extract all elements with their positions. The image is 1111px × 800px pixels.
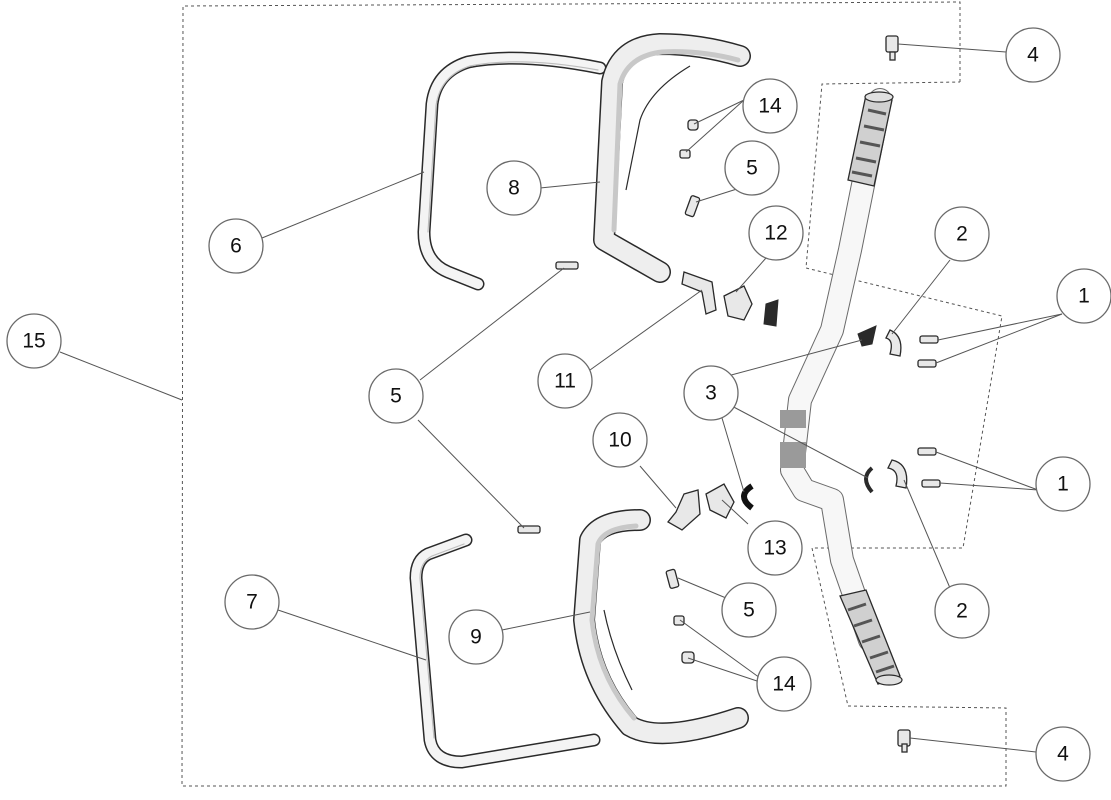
part-1-bolt-c [917,447,937,456]
callout-1a: 1 [1056,268,1111,324]
svg-text:1: 1 [1057,473,1069,496]
callout-2a: 2 [934,206,990,262]
svg-text:5: 5 [746,157,758,180]
svg-text:4: 4 [1027,44,1039,67]
svg-text:6: 6 [230,235,242,258]
svg-text:11: 11 [554,370,576,393]
svg-text:5: 5 [743,599,755,622]
callout-4a: 4 [1005,27,1061,83]
callout-8: 8 [486,160,542,216]
svg-text:14: 14 [758,95,782,118]
handlebar-grip-upper [847,91,894,187]
callout-2b: 2 [934,583,990,639]
grip-stripe-lower [780,442,806,468]
callout-11: 11 [537,353,593,409]
callout-6: 6 [208,218,264,274]
callout-14a: 14 [742,78,798,134]
handlebar-grip-lower [839,589,903,686]
svg-text:12: 12 [764,222,787,245]
part-4-end-bolt-lower [897,729,911,753]
part-6-upper-hoop [417,51,607,291]
svg-text:2: 2 [956,223,968,246]
callout-5a: 5 [724,140,780,196]
callout-14b: 14 [756,656,812,712]
part-14-screw-c [673,615,685,626]
callout-5b: 5 [368,368,424,424]
part-5-screw-lower [517,525,541,534]
part-3-insert-c [864,466,874,494]
part-4-end-bolt-upper [885,35,899,61]
part-10-lower-bracket [667,489,701,531]
part-13-lower-clamp [705,483,735,519]
part-9-lower-guard [573,509,749,745]
svg-text:3: 3 [705,382,717,405]
leader-lines [59,43,1063,753]
part-2-clamp-upper [885,329,902,357]
callout-9: 9 [448,609,504,665]
part-5-screw-upper-right [684,195,701,218]
callout-5c: 5 [721,582,777,638]
part-5-screw-middle [555,261,579,270]
part-1-bolt-a [919,335,939,344]
callout-12: 12 [748,205,804,261]
callout-1b: 1 [1035,456,1091,512]
callout-10: 10 [592,412,648,468]
part-12-upper-clamp [723,285,753,321]
part-14-screw-b [679,149,691,159]
part-11-upper-bracket [681,271,717,315]
svg-text:9: 9 [470,626,482,649]
grip-stripe-upper [780,410,806,428]
part-2-clamp-lower [887,459,908,489]
callout-13: 13 [747,520,803,576]
svg-text:5: 5 [390,385,402,408]
callout-4b: 4 [1035,726,1091,782]
svg-text:7: 7 [246,591,258,614]
part-5-screw-lower-right [665,568,680,589]
handlebar [780,88,892,652]
svg-text:4: 4 [1057,743,1069,766]
svg-text:2: 2 [956,600,968,623]
part-1-bolt-d [921,479,941,488]
svg-text:13: 13 [763,537,786,560]
svg-text:1: 1 [1078,285,1090,308]
part-8-upper-guard [593,33,751,283]
svg-text:14: 14 [772,673,796,696]
svg-text:8: 8 [508,177,520,200]
part-3-insert-b [857,325,877,347]
callout-7: 7 [224,574,280,630]
part-3-insert-d [741,483,754,511]
svg-text:10: 10 [608,429,631,452]
part-14-screw-a [687,119,699,131]
svg-text:15: 15 [22,330,45,353]
part-7-lower-hoop [409,533,601,769]
part-3-insert-a [763,299,779,327]
part-14-screw-d [681,651,695,664]
callout-15: 15 [6,313,62,369]
part-1-bolt-b [917,359,937,368]
callout-3: 3 [683,365,739,421]
